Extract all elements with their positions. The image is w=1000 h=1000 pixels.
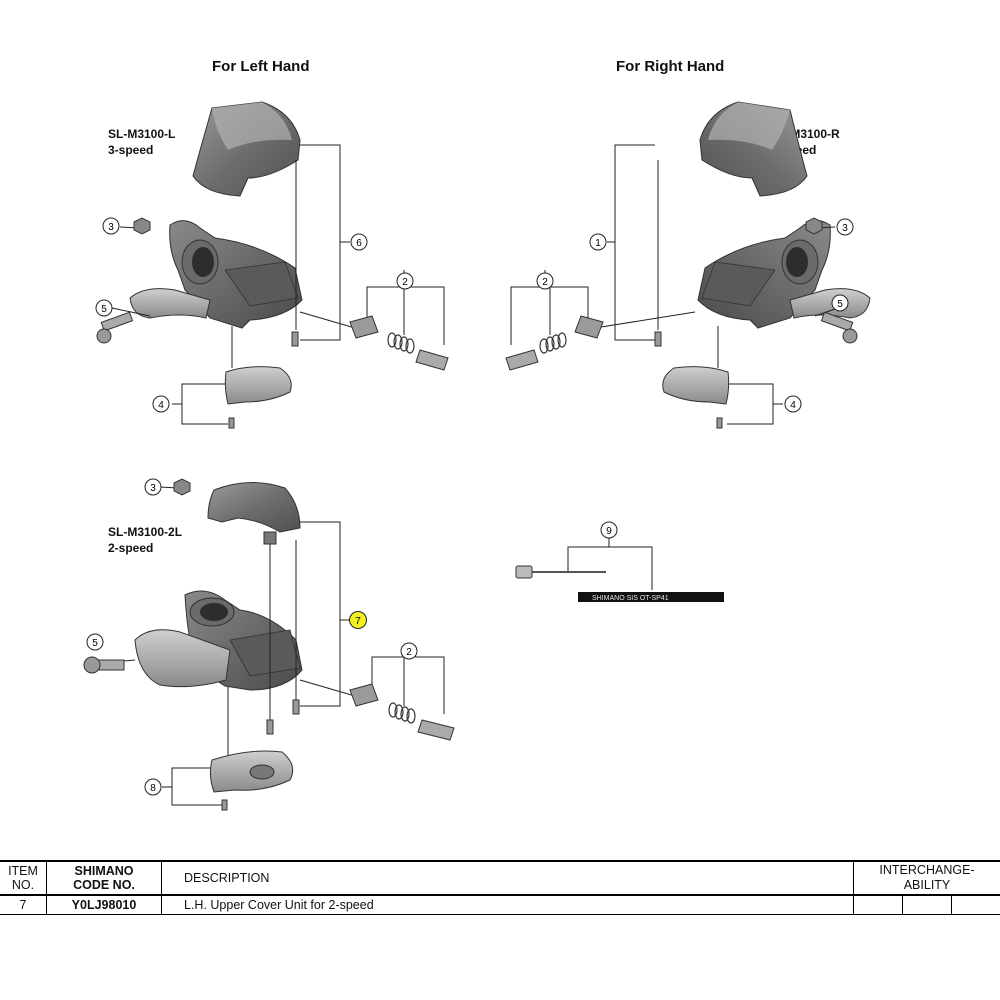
header-interchangeability: INTERCHANGE-ABILITY	[853, 860, 1000, 896]
callouts: 3 5 6 2 4 1 3 2 5 4 3 7 2 5 8 9	[86, 217, 854, 796]
model-speed: 3-speed	[108, 143, 154, 157]
svg-text:2: 2	[406, 647, 412, 658]
header-description: DESCRIPTION	[161, 860, 854, 896]
callout-5-left2: 5	[86, 633, 104, 651]
callout-3-left2: 3	[144, 478, 162, 496]
svg-text:7: 7	[355, 616, 361, 627]
callout-2-left3: 2	[396, 272, 414, 290]
svg-text:3: 3	[842, 223, 848, 234]
row-interchange-col-1	[853, 895, 903, 915]
svg-text:1: 1	[595, 238, 601, 249]
table-row: 7 Y0LJ98010 L.H. Upper Cover Unit for 2-…	[0, 895, 1000, 915]
callout-3-right9: 3	[836, 218, 854, 236]
callout-2-right9: 2	[536, 272, 554, 290]
left-3speed-assembly	[96, 101, 449, 429]
bolt-part	[83, 656, 125, 674]
row-description: L.H. Upper Cover Unit for 2-speed	[161, 895, 854, 915]
model-label-left-3speed: SL-M3100-L 3-speed	[108, 126, 175, 158]
svg-text:6: 6	[356, 238, 362, 249]
adjuster-set-part	[349, 315, 449, 371]
bolt-part	[820, 311, 858, 344]
row-interchange-col-2	[902, 895, 952, 915]
svg-text:4: 4	[158, 400, 164, 411]
callout-4-left3: 4	[152, 395, 170, 413]
callout-8: 8	[144, 778, 162, 796]
callout-5-right9: 5	[831, 294, 849, 312]
svg-text:2: 2	[542, 277, 548, 288]
adjuster-set-part	[505, 315, 604, 371]
svg-text:5: 5	[837, 299, 843, 310]
right-9speed-assembly	[505, 101, 871, 429]
row-interchange-col-3	[951, 895, 1000, 915]
svg-text:2: 2	[402, 277, 408, 288]
callout-9: 9	[600, 521, 618, 539]
inner-cable-part: SHIMANO SIS OT-SP41	[515, 538, 724, 602]
left-2speed-assembly	[83, 478, 455, 811]
callout-3-left3: 3	[102, 217, 120, 235]
row-item: 7	[0, 895, 47, 915]
callout-7-highlighted: 7	[349, 611, 367, 629]
svg-text:8: 8	[150, 783, 156, 794]
upper-cover-part	[207, 481, 301, 533]
svg-text:9: 9	[606, 526, 612, 537]
shift-lever-part	[134, 629, 231, 688]
callout-6: 6	[350, 233, 368, 251]
svg-text:4: 4	[790, 400, 796, 411]
callout-1: 1	[589, 233, 607, 251]
screw-part	[173, 478, 191, 496]
svg-text:5: 5	[92, 638, 98, 649]
exploded-parts-diagram: SHIMANO SIS OT-SP41 3 5 6 2 4 1 3 2 5 4 …	[83, 101, 871, 811]
adjuster-set-part	[349, 683, 455, 741]
callout-2-left2: 2	[400, 642, 418, 660]
shift-lever-part	[789, 288, 871, 319]
right-hand-heading: For Right Hand	[616, 58, 725, 75]
svg-text:5: 5	[101, 304, 107, 315]
model-name: SL-M3100-L	[108, 127, 176, 141]
svg-text:3: 3	[150, 483, 156, 494]
bottom-cover-part	[224, 366, 292, 405]
callout-5-left3: 5	[95, 299, 113, 317]
model-label-left-2speed: SL-M3100-2L 2-speed	[108, 524, 182, 556]
callout-4-right9: 4	[784, 395, 802, 413]
cable-print: SHIMANO SIS OT-SP41	[592, 595, 669, 602]
model-name: SL-M3100-2L	[108, 525, 183, 539]
svg-text:3: 3	[108, 222, 114, 233]
model-speed: 2-speed	[108, 541, 154, 555]
screw-part	[133, 217, 151, 235]
bottom-cover-part	[662, 366, 730, 405]
screw-part	[805, 217, 823, 235]
bolt-part	[96, 311, 134, 344]
row-code: Y0LJ98010	[46, 895, 162, 915]
left-hand-heading: For Left Hand	[212, 58, 310, 75]
